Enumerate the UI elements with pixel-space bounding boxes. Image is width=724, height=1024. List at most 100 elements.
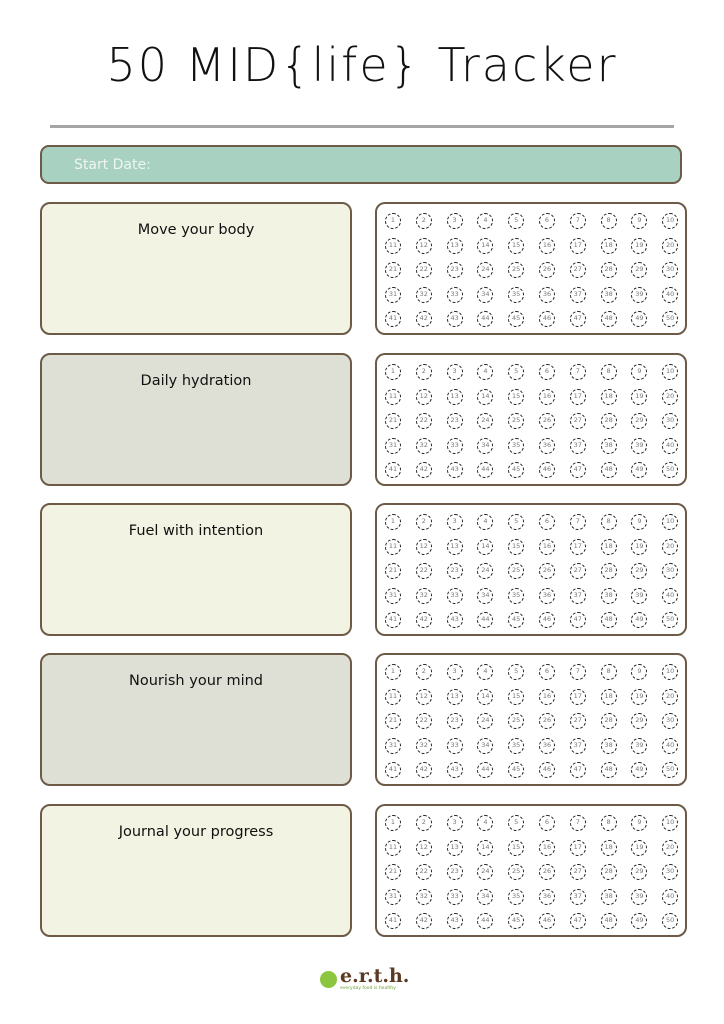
day-circle[interactable]: 2	[415, 664, 432, 680]
day-circle[interactable]: 32	[415, 437, 432, 454]
day-circle[interactable]: 38	[600, 587, 617, 604]
day-circle[interactable]: 5	[508, 514, 525, 530]
day-circle[interactable]: 8	[600, 364, 617, 380]
day-circle[interactable]: 3	[446, 364, 463, 380]
day-circle[interactable]: 2	[415, 815, 432, 831]
day-circle[interactable]: 42	[415, 462, 432, 479]
day-circle[interactable]: 43	[446, 913, 463, 930]
day-circle[interactable]: 17	[569, 237, 586, 254]
day-circle[interactable]: 11	[385, 388, 401, 405]
day-circle[interactable]: 24	[477, 413, 494, 430]
day-circle[interactable]: 28	[600, 413, 617, 430]
day-circle[interactable]: 17	[569, 388, 586, 405]
day-circle[interactable]: 16	[539, 688, 555, 705]
day-circle[interactable]: 35	[508, 286, 525, 303]
day-circle[interactable]: 45	[508, 762, 525, 779]
day-circle[interactable]: 18	[600, 237, 617, 254]
day-circle[interactable]: 27	[569, 864, 586, 881]
day-circle[interactable]: 34	[477, 286, 494, 303]
day-circle[interactable]: 44	[477, 311, 494, 328]
day-circle[interactable]: 38	[600, 888, 617, 905]
day-circle[interactable]: 9	[631, 514, 648, 530]
day-circle[interactable]: 4	[477, 364, 494, 380]
day-circle[interactable]: 23	[446, 713, 463, 730]
day-circle[interactable]: 25	[508, 864, 525, 881]
day-circle[interactable]: 48	[600, 612, 617, 629]
day-circle[interactable]: 48	[600, 913, 617, 930]
day-circle[interactable]: 43	[446, 311, 463, 328]
day-circle[interactable]: 22	[415, 864, 432, 881]
day-circle[interactable]: 37	[569, 437, 586, 454]
day-circle[interactable]: 19	[631, 237, 648, 254]
day-circle[interactable]: 13	[446, 237, 463, 254]
day-circle[interactable]: 46	[539, 762, 555, 779]
day-circle[interactable]: 1	[385, 664, 401, 680]
day-circle[interactable]: 33	[446, 286, 463, 303]
day-circle[interactable]: 31	[385, 587, 401, 604]
day-circle[interactable]: 2	[415, 514, 432, 530]
day-circle[interactable]: 49	[631, 762, 648, 779]
day-circle[interactable]: 28	[600, 262, 617, 279]
day-circle[interactable]: 18	[600, 688, 617, 705]
day-circle[interactable]: 37	[569, 737, 586, 754]
day-circle[interactable]: 9	[631, 815, 648, 831]
day-circle[interactable]: 7	[569, 514, 586, 530]
day-circle[interactable]: 29	[631, 262, 648, 279]
day-circle[interactable]: 42	[415, 762, 432, 779]
day-circle[interactable]: 41	[385, 913, 401, 930]
day-circle[interactable]: 6	[539, 514, 555, 530]
day-circle[interactable]: 11	[385, 688, 401, 705]
day-circle[interactable]: 23	[446, 563, 463, 580]
day-circle[interactable]: 46	[539, 612, 555, 629]
day-circle[interactable]: 9	[631, 213, 648, 229]
day-circle[interactable]: 36	[539, 587, 555, 604]
day-circle[interactable]: 43	[446, 762, 463, 779]
day-circle[interactable]: 25	[508, 563, 525, 580]
day-circle[interactable]: 29	[631, 413, 648, 430]
day-circle[interactable]: 10	[662, 514, 679, 530]
day-circle[interactable]: 24	[477, 563, 494, 580]
day-circle[interactable]: 40	[662, 587, 679, 604]
day-circle[interactable]: 34	[477, 587, 494, 604]
day-circle[interactable]: 26	[539, 563, 555, 580]
day-circle[interactable]: 50	[662, 462, 679, 479]
day-circle[interactable]: 22	[415, 713, 432, 730]
day-circle[interactable]: 19	[631, 839, 648, 856]
day-circle[interactable]: 19	[631, 538, 648, 555]
day-circle[interactable]: 11	[385, 538, 401, 555]
day-circle[interactable]: 25	[508, 713, 525, 730]
day-circle[interactable]: 32	[415, 587, 432, 604]
day-circle[interactable]: 33	[446, 587, 463, 604]
day-circle[interactable]: 47	[569, 612, 586, 629]
day-circle[interactable]: 32	[415, 737, 432, 754]
day-circle[interactable]: 8	[600, 213, 617, 229]
day-circle[interactable]: 9	[631, 664, 648, 680]
day-circle[interactable]: 46	[539, 913, 555, 930]
day-circle[interactable]: 34	[477, 737, 494, 754]
day-circle[interactable]: 3	[446, 815, 463, 831]
day-circle[interactable]: 31	[385, 737, 401, 754]
day-circle[interactable]: 13	[446, 688, 463, 705]
day-circle[interactable]: 15	[508, 388, 525, 405]
day-circle[interactable]: 10	[662, 815, 679, 831]
day-circle[interactable]: 26	[539, 864, 555, 881]
day-circle[interactable]: 28	[600, 864, 617, 881]
day-circle[interactable]: 11	[385, 839, 401, 856]
day-circle[interactable]: 20	[662, 688, 679, 705]
day-circle[interactable]: 3	[446, 213, 463, 229]
day-circle[interactable]: 41	[385, 612, 401, 629]
day-circle[interactable]: 10	[662, 664, 679, 680]
day-circle[interactable]: 43	[446, 612, 463, 629]
day-circle[interactable]: 8	[600, 815, 617, 831]
day-circle[interactable]: 13	[446, 388, 463, 405]
day-circle[interactable]: 22	[415, 563, 432, 580]
day-circle[interactable]: 7	[569, 364, 586, 380]
day-circle[interactable]: 1	[385, 364, 401, 380]
day-circle[interactable]: 30	[662, 413, 679, 430]
day-circle[interactable]: 47	[569, 311, 586, 328]
day-circle[interactable]: 29	[631, 864, 648, 881]
day-circle[interactable]: 27	[569, 262, 586, 279]
day-circle[interactable]: 10	[662, 364, 679, 380]
day-circle[interactable]: 13	[446, 538, 463, 555]
day-circle[interactable]: 48	[600, 762, 617, 779]
